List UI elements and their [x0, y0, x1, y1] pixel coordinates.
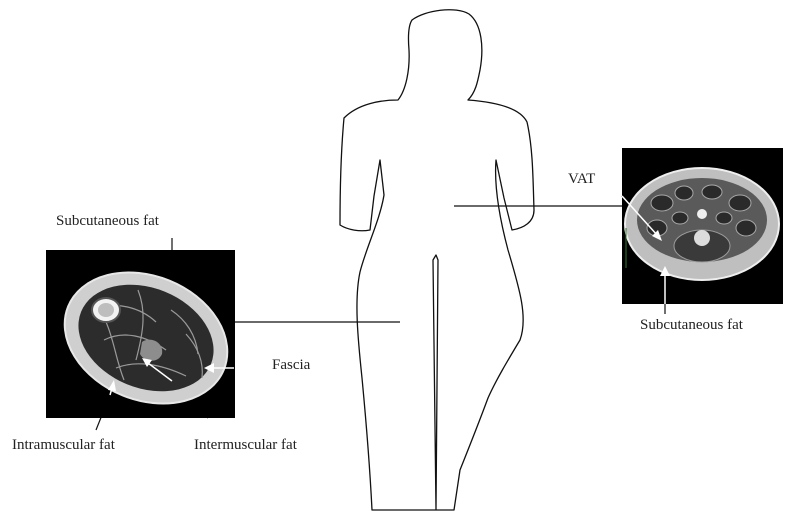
abdomen-mri-scan: [622, 148, 783, 304]
vat-label: VAT: [568, 170, 595, 188]
fascia-label: Fascia: [272, 356, 310, 374]
body-silhouette: [340, 10, 534, 510]
thigh-mri-scan: [46, 250, 235, 418]
intermuscular-fat-label: Intermuscular fat: [194, 436, 297, 454]
subcutaneous-fat-thigh-label: Subcutaneous fat: [56, 212, 159, 230]
intramuscular-fat-label: Intramuscular fat: [12, 436, 115, 454]
subcutaneous-fat-abdomen-label: Subcutaneous fat: [640, 316, 743, 334]
